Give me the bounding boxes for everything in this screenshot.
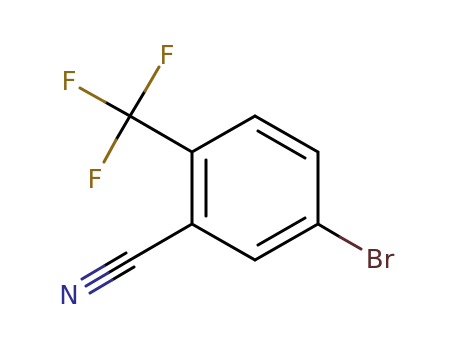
bromine-substituent-bond	[316, 222, 363, 251]
ring-inner-bond-lower-right	[256, 216, 307, 247]
bond-c-f-top-colored	[143, 65, 161, 93]
triple-bond-middle-colored	[84, 271, 110, 288]
triple-bond-lower-dark	[110, 265, 136, 282]
bond-c-f-bottom-colored	[102, 138, 118, 164]
bond-ring-to-br-dark	[316, 222, 342, 239]
atom-label-fluorine-top: F	[160, 41, 175, 71]
triple-bond-upper-dark	[102, 251, 128, 268]
bond-c-f-left-colored	[78, 86, 107, 104]
triple-bond-middle-dark	[106, 258, 132, 275]
nitrile-group	[80, 222, 194, 295]
atom-label-nitrogen: N	[59, 281, 78, 311]
atom-label-fluorine-bottom: F	[88, 165, 103, 195]
atom-label-fluorine-left: F	[62, 67, 77, 97]
ring-bond-c2-c3	[253, 114, 320, 154]
bond-ring-to-cf3	[128, 114, 194, 154]
triple-bond-upper-colored	[80, 264, 106, 281]
trifluoromethyl-group	[78, 65, 194, 164]
ring-bond-c5-c6	[190, 222, 257, 262]
triple-bond-lower-colored	[88, 278, 114, 295]
atom-label-bromine: Br	[366, 245, 395, 275]
benzene-ring	[190, 114, 320, 262]
bond-c-f-top-dark	[128, 89, 147, 118]
bond-ring-to-cn	[128, 222, 194, 262]
bond-c-f-bottom-dark	[114, 114, 132, 142]
bond-c-f-left-dark	[103, 100, 132, 118]
ring-bond-c1-c2	[190, 114, 257, 154]
ring-inner-bond-top	[256, 129, 307, 160]
ring-bond-c4-c5	[253, 222, 320, 262]
bond-ring-to-br-colored	[338, 235, 363, 251]
